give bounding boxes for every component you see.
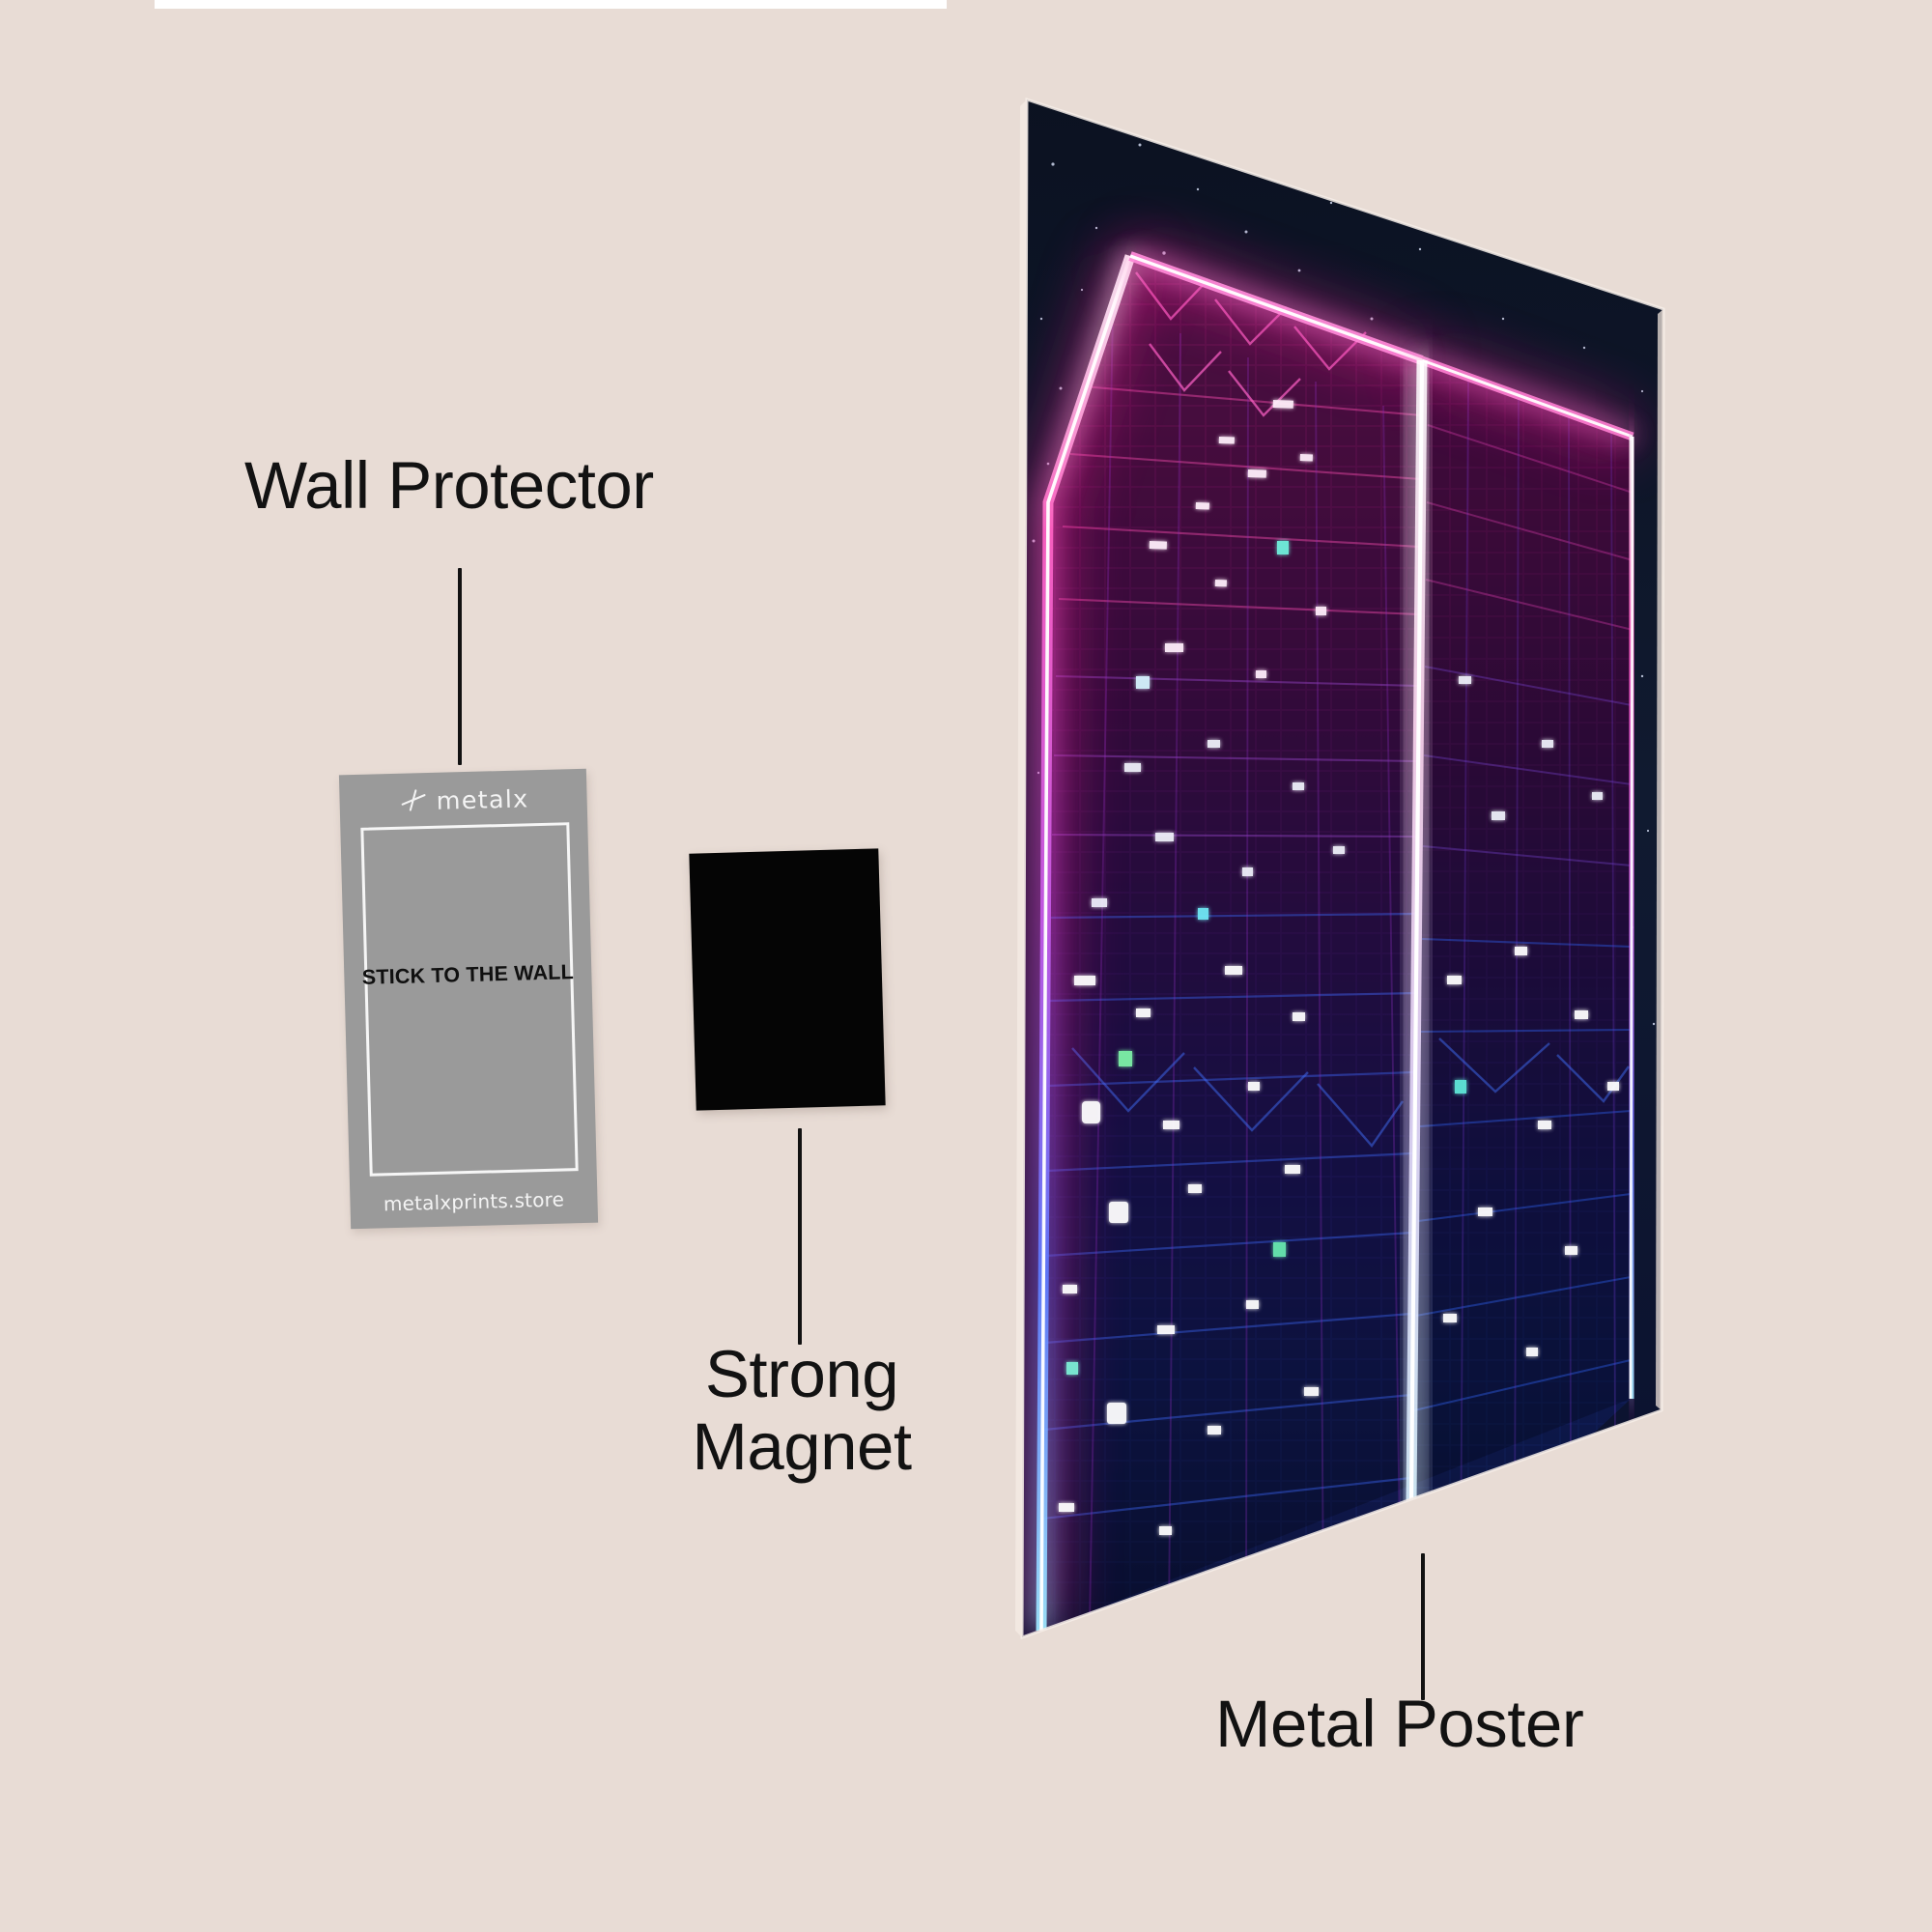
wall-protector-card: metalx STICK TO THE WALL metalxprints.st… [338,768,599,1230]
strong-magnet-leader-line [798,1128,802,1345]
metal-poster-label: Metal Poster [1215,1687,1584,1761]
metalx-wordmark: metalx [435,783,529,815]
wall-protector-leader-line [458,568,462,765]
metal-poster-leader-line [1421,1553,1425,1700]
strong-magnet-label-line1: Strong [704,1337,899,1411]
metalx-logo: metalx [339,782,587,818]
store-url-text: metalxprints.store [383,1187,565,1216]
top-white-strip [155,0,947,9]
wall-protector-inner-frame [360,822,579,1177]
strong-magnet-label-line2: Magnet [692,1408,912,1484]
strong-magnet-square [689,848,886,1111]
strong-magnet-label: Strong Magnet [676,1337,927,1484]
wall-protector-label: Wall Protector [244,448,654,523]
metalx-logo-mark [401,789,426,811]
